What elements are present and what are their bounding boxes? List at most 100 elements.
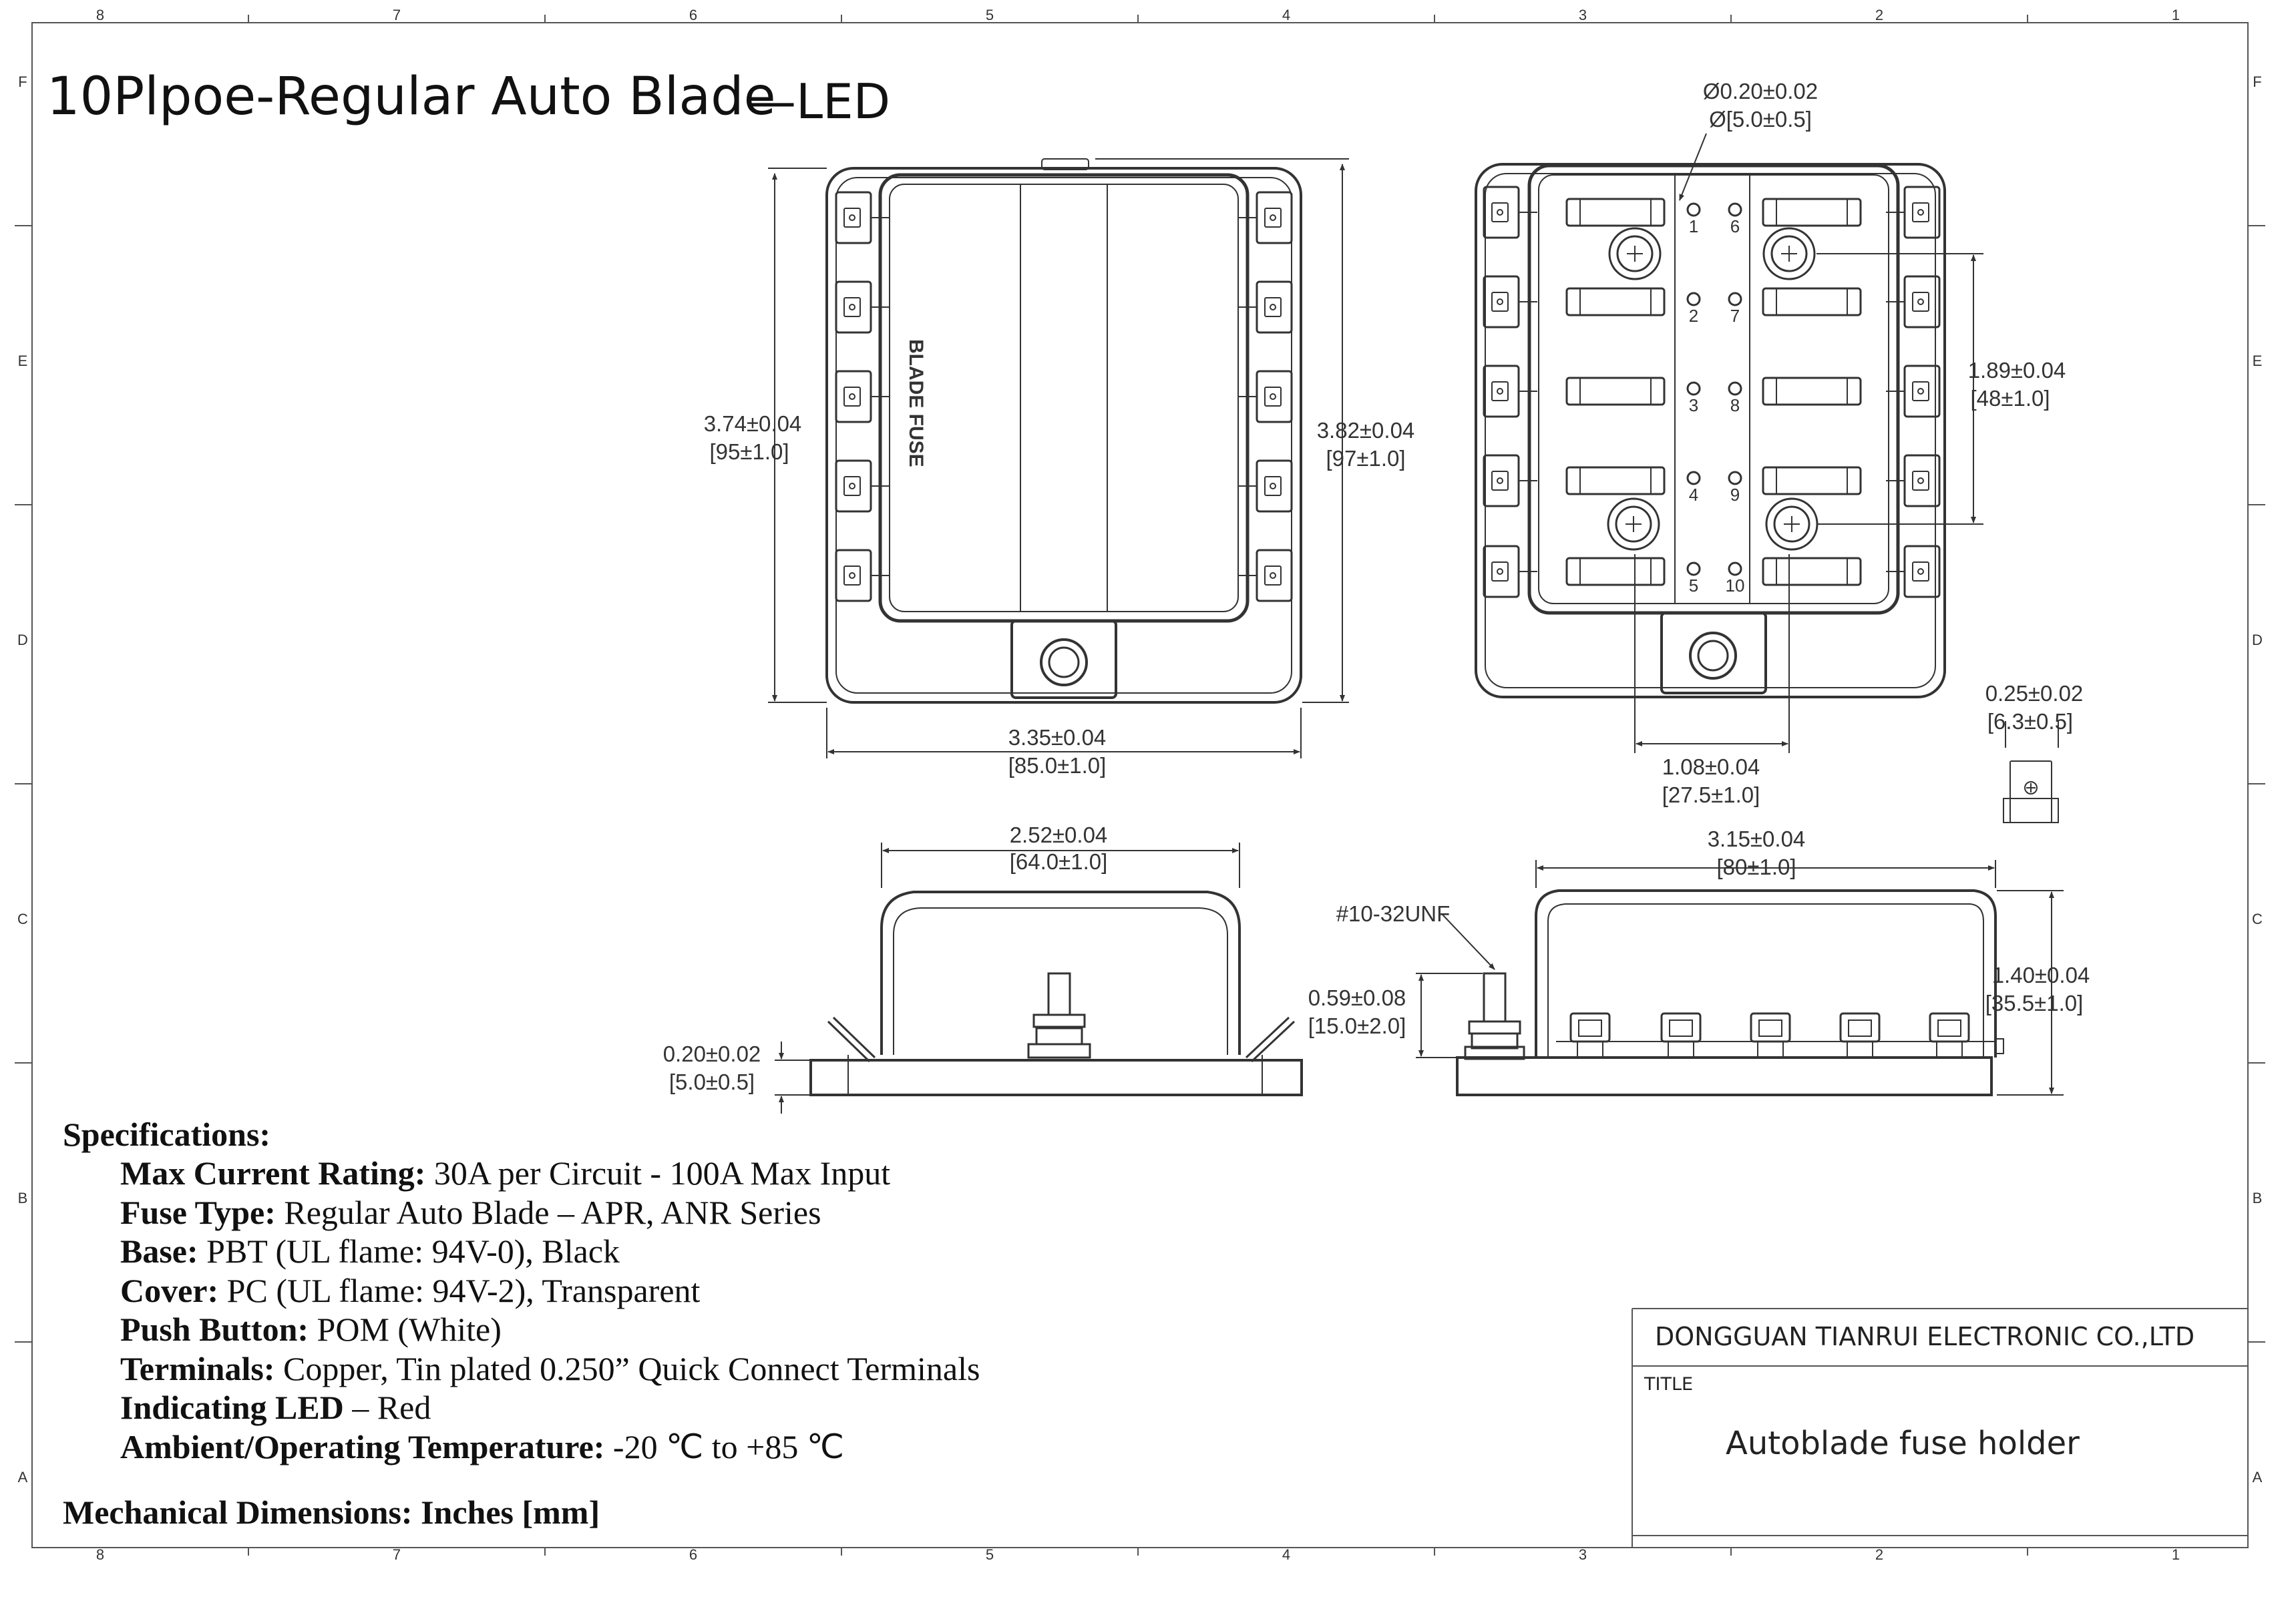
spec-label: Max Current Rating: (120, 1154, 426, 1192)
quick-connect-terminal (1256, 280, 1293, 334)
terminal-hole (1917, 209, 1924, 216)
dim-top-height-right: 3.82±0.04 (1317, 418, 1415, 443)
front-terminal (1750, 1012, 1791, 1043)
slot-number: 6 (1730, 216, 1740, 236)
quick-connect-terminal (1903, 545, 1941, 598)
specs-footer: Mechanical Dimensions: Inches [mm] (63, 1494, 600, 1531)
quick-connect-terminal (835, 191, 872, 244)
dim-top-height-left: 3.74±0.04 (704, 411, 802, 436)
frame-row-label-right: D (2252, 632, 2263, 648)
fuse-slot (1565, 198, 1666, 227)
dim-front-height-mm: [35.5±1.0] (1985, 991, 2084, 1015)
terminal-detail (2003, 721, 2059, 823)
frame-row-label-right: E (2253, 353, 2263, 369)
quick-connect-terminal (1256, 549, 1293, 602)
dim-base-thickness: 0.20±0.02 (663, 1042, 761, 1066)
spec-item: Push Button: POM (White) (120, 1310, 502, 1349)
fuse-slot (1762, 198, 1862, 227)
frame-col-label-top: 7 (393, 7, 401, 23)
frame-col-label-bottom: 4 (1282, 1546, 1290, 1563)
terminal-tab (1264, 297, 1282, 317)
slot-number: 2 (1689, 306, 1698, 326)
dim-thread: #10-32UNF (1336, 901, 1451, 926)
slot-led (1686, 471, 1701, 485)
slot-led (1728, 381, 1742, 396)
spec-value: -20 ℃ to +85 ℃ (604, 1427, 844, 1465)
terminal-hole (1917, 388, 1924, 395)
dim-front-height: 1.40±0.04 (1992, 963, 2090, 987)
open-view-dimensions (1634, 133, 1983, 753)
front-terminal (1569, 1012, 1611, 1043)
spec-item: Base: PBT (UL flame: 94V-0), Black (120, 1232, 620, 1271)
terminal-tab (843, 476, 861, 496)
terminal-tab (1491, 471, 1509, 491)
frame-row-label-left: D (17, 632, 28, 648)
frame-row-label-left: C (17, 911, 28, 927)
frame-row-label-right: A (2253, 1469, 2263, 1485)
spec-item: Terminals: Copper, Tin plated 0.250” Qui… (120, 1349, 980, 1388)
frame-col-label-top: 1 (2172, 7, 2180, 23)
terminal-tab (1912, 561, 1929, 582)
frame-col-label-bottom: 3 (1579, 1546, 1587, 1563)
dim-stud-height: 0.59±0.08 (1308, 985, 1406, 1010)
fuse-slot (1565, 557, 1666, 586)
terminal-hole (1917, 298, 1924, 305)
page-title: 10Plpoe-Regular Auto Blade (47, 67, 776, 127)
frame-col-label-top: 8 (96, 7, 104, 23)
open-view (1475, 163, 1946, 698)
dim-base-thickness-mm: [5.0±0.5] (669, 1070, 755, 1094)
spec-item: Cover: PC (UL flame: 94V-2), Transparent (120, 1271, 700, 1310)
dim-top-height-left-mm: [95±1.0] (709, 439, 789, 464)
quick-connect-terminal (1903, 275, 1941, 328)
slot-led (1728, 202, 1742, 217)
terminal-tab (1912, 471, 1929, 491)
terminal-hole (1917, 477, 1924, 484)
quick-connect-terminal (1903, 186, 1941, 239)
spec-label: Terminals: (120, 1349, 275, 1387)
spec-label: Push Button: (120, 1311, 309, 1348)
terminal-hole (849, 214, 855, 221)
terminal-hole (849, 393, 855, 400)
terminal-tab (1912, 381, 1929, 401)
terminal-tab (1912, 292, 1929, 312)
terminal-tab (1264, 476, 1282, 496)
terminal-tab (1491, 202, 1509, 222)
slot-led (1686, 202, 1701, 217)
fuse-slot (1565, 287, 1666, 316)
quick-connect-terminal (1483, 275, 1520, 328)
quick-connect-terminal (835, 280, 872, 334)
spec-label: Indicating LED (120, 1389, 344, 1426)
frame-col-label-top: 4 (1282, 7, 1290, 23)
frame-row-label-left: F (18, 73, 27, 90)
spec-value: – Red (343, 1389, 431, 1426)
slot-number: 9 (1730, 485, 1740, 505)
terminal-hole (1270, 483, 1276, 489)
spec-label: Ambient/Operating Temperature: (120, 1427, 605, 1465)
quick-connect-terminal (1256, 191, 1293, 244)
dim-terminal-width-mm: [6.3±0.5] (1987, 709, 2073, 734)
dim-cover-width: 2.52±0.04 (1010, 823, 1108, 847)
slot-led (1686, 561, 1701, 576)
frame-col-label-bottom: 6 (689, 1546, 697, 1563)
front-terminal (1660, 1012, 1702, 1043)
frame-row-label-left: A (18, 1469, 28, 1485)
fuse-slot (1565, 377, 1666, 406)
slot-number: 5 (1689, 576, 1698, 596)
terminal-hole (1270, 572, 1276, 579)
slot-number: 7 (1730, 306, 1740, 326)
title-block (1632, 1308, 2248, 1548)
dim-front-width-mm: [80±1.0] (1716, 855, 1796, 879)
spec-value: PC (UL flame: 94V-2), Transparent (218, 1271, 701, 1309)
quick-connect-terminal (1256, 370, 1293, 423)
quick-connect-terminal (1483, 545, 1520, 598)
terminal-tab (843, 208, 861, 228)
frame-col-label-bottom: 7 (393, 1546, 401, 1563)
terminal-tab (1491, 561, 1509, 582)
quick-connect-terminal (1256, 459, 1293, 513)
terminal-hole (1917, 568, 1924, 575)
dim-hole-dia: Ø0.20±0.02 (1703, 79, 1818, 103)
fuse-slot (1762, 557, 1862, 586)
slot-number: 3 (1689, 395, 1698, 415)
